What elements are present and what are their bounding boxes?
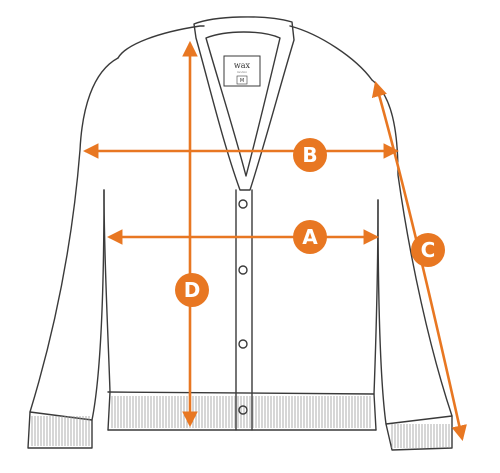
collar-band bbox=[193, 16, 295, 191]
left-sleeve bbox=[27, 57, 119, 449]
left-cuff bbox=[29, 411, 93, 421]
button-placket bbox=[235, 189, 253, 431]
measurement-lines bbox=[82, 40, 467, 442]
button-2 bbox=[238, 265, 248, 275]
badge-a: A bbox=[293, 220, 327, 254]
hem-ribbing bbox=[111, 396, 371, 428]
collar-inner bbox=[205, 31, 281, 177]
badge-b-circle bbox=[293, 138, 327, 172]
badge-b: B bbox=[293, 138, 327, 172]
left-cuff-ribbing bbox=[31, 416, 90, 446]
size-tag-box bbox=[236, 75, 248, 85]
body-hem bbox=[107, 391, 377, 431]
right-sleeve bbox=[371, 79, 453, 451]
badge-a-circle bbox=[293, 220, 327, 254]
badge-d: D bbox=[175, 273, 209, 307]
badge-b-label: B bbox=[302, 143, 317, 167]
button-4 bbox=[238, 405, 248, 415]
button-3 bbox=[238, 339, 248, 349]
badge-c-circle bbox=[411, 233, 445, 267]
right-cuff-ribbing bbox=[391, 424, 450, 448]
badge-a-label: A bbox=[302, 225, 318, 249]
garment-drawing: wax london M bbox=[27, 16, 453, 451]
badge-d-circle bbox=[175, 273, 209, 307]
right-cuff bbox=[385, 415, 453, 425]
label-brand: wax bbox=[234, 61, 251, 70]
badge-d-label: D bbox=[184, 278, 201, 302]
neck-label: wax london M bbox=[223, 55, 261, 87]
measurement-badges: B A C D bbox=[175, 138, 445, 307]
badge-c: C bbox=[411, 233, 445, 267]
body-left-side bbox=[103, 25, 205, 431]
badge-c-label: C bbox=[421, 238, 436, 262]
label-brand-sub: london bbox=[237, 70, 247, 74]
label-size: M bbox=[240, 78, 244, 84]
buttons bbox=[238, 199, 248, 415]
button-1 bbox=[238, 199, 248, 209]
